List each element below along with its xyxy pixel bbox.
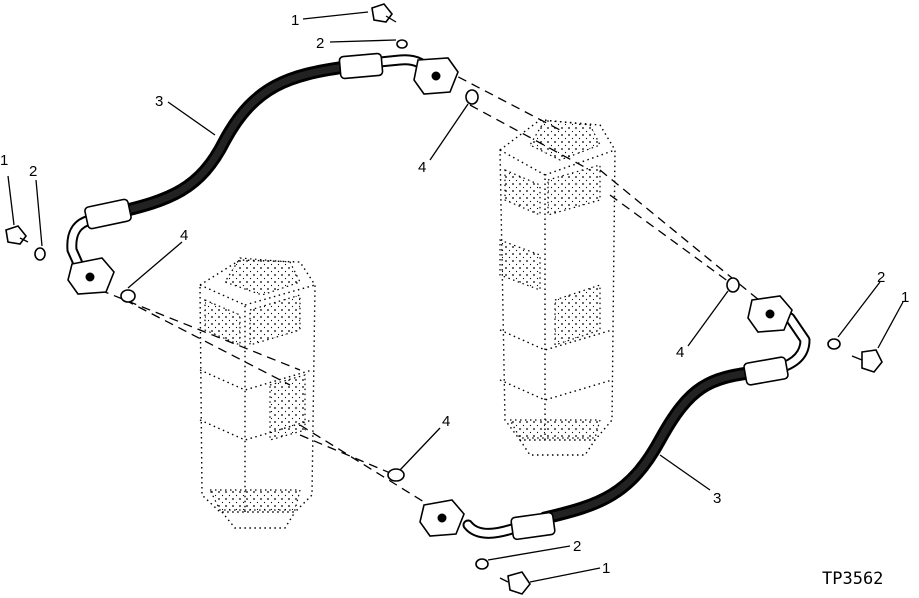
washer-bottom: [475, 558, 489, 570]
o-ring-upper-right: [465, 89, 479, 105]
callout-washer-right: 2: [877, 269, 885, 286]
bolt-bottom: [507, 571, 531, 595]
callout-o-ring-upper-left: 4: [180, 227, 188, 244]
alignment-lines: [99, 69, 766, 516]
figure-id: TP3562: [822, 569, 883, 589]
callout-bolt-right: 1: [901, 289, 909, 306]
callout-o-ring-lower-left: 4: [442, 413, 450, 430]
lower-hose-assembly: [419, 295, 811, 541]
callouts: 1 2 3 1 2 4 4 1 2 4 3 4 2 1: [0, 12, 909, 577]
callout-hose-upper: 3: [155, 93, 163, 110]
bolt-left: [5, 225, 28, 245]
callout-washer-bottom: 2: [573, 538, 581, 555]
o-ring-upper-left: [120, 289, 136, 303]
bolt-right: [861, 349, 883, 373]
upper-hose-fitting-right: [338, 52, 384, 80]
leader-lines: [7, 11, 904, 583]
bolt-top: [371, 3, 394, 23]
callout-hose-lower: 3: [713, 490, 721, 507]
callout-o-ring-upper-right: 4: [418, 159, 426, 176]
callout-washer-top: 2: [316, 35, 324, 52]
callout-washer-left: 2: [29, 163, 37, 180]
callout-o-ring-lower-right: 4: [676, 344, 684, 361]
left-pump-phantom: [199, 257, 316, 529]
right-pump-phantom: [499, 119, 616, 456]
callout-bolt-left: 1: [0, 152, 8, 169]
upper-hose-assembly: [66, 52, 459, 295]
callout-bolt-bottom: 1: [602, 560, 610, 577]
washer-left: [34, 247, 46, 261]
o-ring-lower-left: [387, 468, 405, 482]
lower-hose-fitting-right: [743, 356, 789, 386]
callout-bolt-top: 1: [291, 12, 299, 29]
fasteners: [5, 3, 883, 595]
o-rings: [120, 89, 740, 482]
washer-right: [827, 338, 841, 350]
upper-hose-fitting-left: [84, 198, 132, 230]
washer-top: [396, 39, 408, 49]
o-ring-lower-right: [726, 277, 740, 293]
lower-hose-fitting-left: [510, 511, 556, 541]
